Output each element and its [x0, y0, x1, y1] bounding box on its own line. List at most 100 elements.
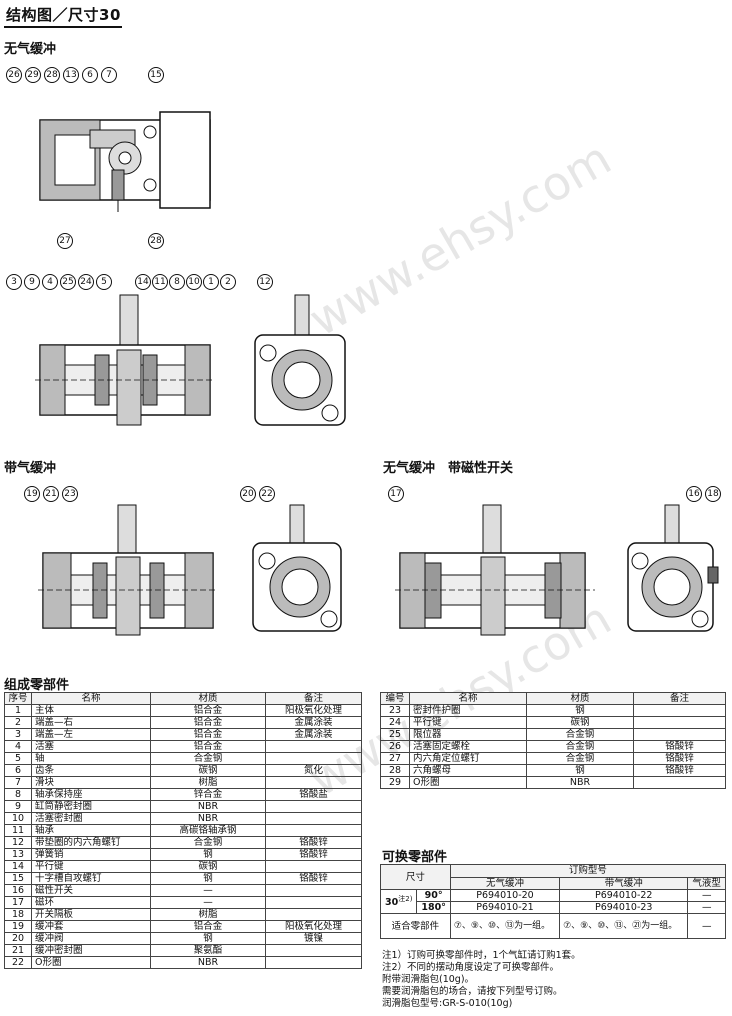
table-header-row: 编号 名称 材质 备注	[380, 692, 726, 705]
switch-end-view	[627, 504, 719, 632]
callout: 29	[25, 67, 41, 83]
note-line: 附带润滑脂包(10g)。	[382, 974, 475, 985]
col-header: 名称	[31, 692, 151, 705]
table-cell: 钢	[526, 704, 634, 717]
cell: —	[687, 889, 726, 902]
cell: P694010-21	[449, 901, 561, 914]
table-cell: 12	[4, 836, 32, 849]
callouts-switch-right: 16 18	[686, 486, 721, 502]
table-cell: 4	[4, 740, 32, 753]
table-cell: 缓冲密封圈	[31, 944, 151, 957]
table-cell	[265, 956, 362, 969]
replacement-table: 尺寸 订购型号 无气缓冲 带气缓冲 气液型 30注2) 90° P694010-…	[379, 864, 727, 939]
table-cell: —	[150, 896, 266, 909]
callout: 3	[6, 274, 22, 290]
callout: 13	[63, 67, 79, 83]
col-header: 备注	[265, 692, 362, 705]
table-cell: 铝合金	[150, 740, 266, 753]
callout: 11	[152, 274, 168, 290]
cell: ⑦、⑨、⑩、⑬、㉑为一组。	[559, 913, 689, 939]
section-no-cushion-switch: 无气缓冲 带磁性开关	[383, 461, 514, 476]
col-header: 编号	[380, 692, 410, 705]
table-cell: 23	[380, 704, 410, 717]
table-cell: NBR	[150, 812, 266, 825]
table-cell: 24	[380, 716, 410, 729]
mid-left-drawing	[35, 294, 215, 426]
size-header: 尺寸	[380, 864, 451, 890]
callout: 7	[101, 67, 117, 83]
table-cell: 合金钢	[150, 836, 266, 849]
callout: 18	[705, 486, 721, 502]
table-cell: 钢	[526, 764, 634, 777]
callouts-mid-right: 14 11 8 10 1 2	[135, 274, 236, 290]
callout: 1	[203, 274, 219, 290]
table-cell: 钢	[150, 848, 266, 861]
table-cell: 带垫圈的内六角螺钉	[31, 836, 151, 849]
table-cell	[265, 752, 362, 765]
table-cell: 限位器	[409, 728, 527, 741]
table-cell: 铝合金	[150, 920, 266, 933]
table-cell: 15	[4, 872, 32, 885]
col-header: 气液型	[687, 876, 726, 890]
callout: 10	[186, 274, 202, 290]
table-cell: 3	[4, 728, 32, 741]
callout: 16	[686, 486, 702, 502]
table-cell: 钢	[150, 932, 266, 945]
table-cell	[633, 728, 726, 741]
table-cell: 缓冲套	[31, 920, 151, 933]
table-cell	[633, 704, 726, 717]
table-cell: 阳极氧化处理	[265, 920, 362, 933]
table-cell: 11	[4, 824, 32, 837]
note-line: 需要润滑脂包的场合，请按下列型号订购。	[382, 986, 563, 997]
table-cell: 开关隔板	[31, 908, 151, 921]
mid-right-end-view	[254, 294, 346, 426]
col-header: 无气缓冲	[449, 876, 561, 890]
table-cell: 聚氨酯	[150, 944, 266, 957]
table-cell: 29	[380, 776, 410, 789]
table-header-row: 序号 名称 材质 备注	[4, 692, 362, 705]
size-30-cell: 30注2)	[379, 889, 418, 914]
callout: 23	[62, 486, 78, 502]
table-cell: 活塞	[31, 740, 151, 753]
notes: 注1）订购可换零部件时，1个气缸请订购1套。 注2）不同的摆动角度设定了可换零部…	[382, 950, 581, 1010]
title-rule	[4, 26, 122, 28]
table-cell: 轴	[31, 752, 151, 765]
callouts-cushion-left: 19 21 23	[24, 486, 78, 502]
section-components: 组成零部件	[4, 678, 70, 693]
table-cell: 树脂	[150, 908, 266, 921]
fit-label: 适合零部件	[380, 913, 451, 939]
callout: 2	[220, 274, 236, 290]
table-cell: 滑块	[31, 776, 151, 789]
table-cell: NBR	[150, 800, 266, 813]
table-cell: 金属涂装	[265, 716, 362, 729]
callout: 24	[78, 274, 94, 290]
callouts-cushion-right: 20 22	[240, 486, 275, 502]
table-cell: 1	[4, 704, 32, 717]
table-cell: 弹簧销	[31, 848, 151, 861]
table-cell: —	[150, 884, 266, 897]
table-cell: 钢	[150, 872, 266, 885]
table-cell: 阳极氧化处理	[265, 704, 362, 717]
table-cell: 合金钢	[150, 752, 266, 765]
callout: 9	[24, 274, 40, 290]
col-header: 材质	[150, 692, 266, 705]
switch-section-drawing	[395, 504, 595, 636]
table-cell: 端盖—右	[31, 716, 151, 729]
table-cell: 21	[4, 944, 32, 957]
table-cell: 主体	[31, 704, 151, 717]
